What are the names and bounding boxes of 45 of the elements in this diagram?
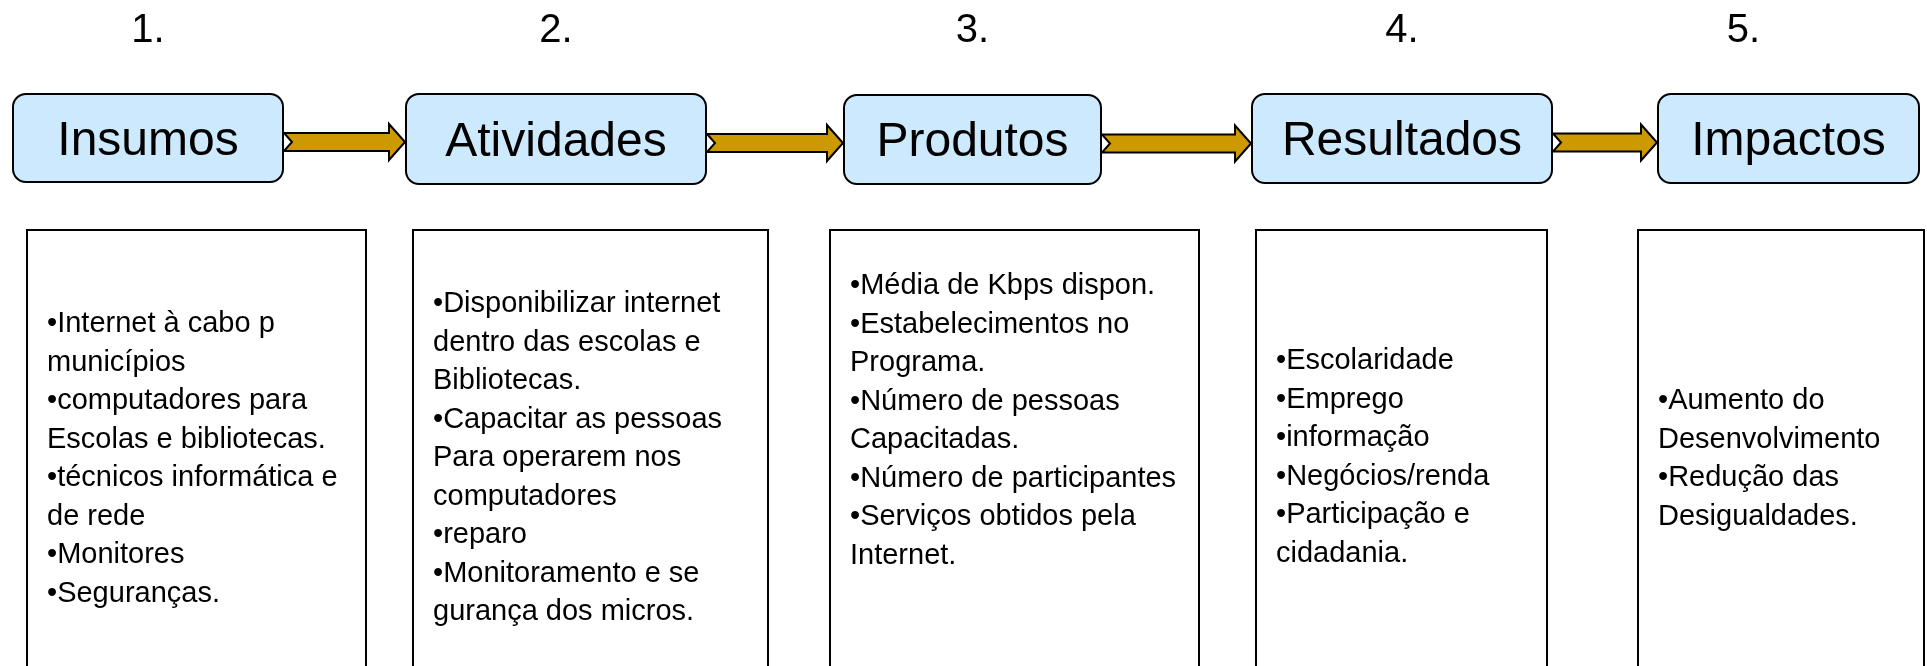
text-box — [829, 229, 1200, 666]
bullet-item: •Participação e cidadania. — [1276, 496, 1471, 570]
stage-title: Insumos — [57, 110, 239, 166]
bullet-item: •Escolaridade — [1276, 342, 1455, 377]
bullet-item: •Redução das Desigualdades. — [1658, 459, 1859, 533]
block-arrow — [1099, 122, 1253, 165]
bullet-item: •Emprego — [1276, 380, 1405, 416]
step-number: 2. — [539, 6, 573, 51]
bullet-item: •Aumento do Desenvolvimento — [1658, 382, 1882, 456]
stage-box — [1251, 93, 1553, 184]
bullet-item: •Capacitar as pessoas Para operarem nos computadores — [433, 400, 724, 513]
stage-box — [1657, 93, 1920, 184]
stage-title: Impactos — [1691, 111, 1886, 166]
bullet-item: •Número de pessoas Capacitadas. — [850, 382, 1121, 456]
block-arrow — [704, 122, 845, 164]
bullet-item: •informação — [1276, 419, 1431, 454]
block-arrow — [1550, 121, 1659, 164]
bullet-item: •técnicos informática e de rede — [47, 459, 339, 533]
stage-title: Produtos — [876, 112, 1069, 167]
text-box — [1255, 229, 1548, 666]
step-number: 4. — [1385, 6, 1419, 51]
stage-box — [405, 93, 707, 185]
text-box — [1637, 229, 1925, 666]
bullet-item: •reparo — [433, 516, 528, 551]
step-number: 3. — [955, 6, 990, 51]
block-arrow — [281, 121, 407, 163]
bullet-item: •Monitores — [47, 536, 186, 571]
stage-box — [12, 93, 284, 183]
bullet-item: •Disponibilizar internet dentro das escolas e Bibliotecas. — [433, 285, 722, 397]
bullet-item: •computadores para Escolas e bibliotecas. — [47, 382, 327, 456]
bullet-item: •Seguranças. — [47, 574, 221, 610]
bullet-item: •Negócios/renda — [1276, 457, 1491, 493]
text-box — [412, 229, 769, 666]
bullet-item: •Monitoramento e se gurança dos micros. — [433, 554, 701, 628]
step-number: 5. — [1726, 6, 1761, 51]
bullet-item: •Serviços obtidos pela Internet. — [850, 498, 1137, 572]
bullet-item: •Número de participantes — [850, 459, 1178, 495]
bullet-item: •Estabelecimentos no Programa. — [850, 305, 1131, 379]
bullet-item: •Internet à cabo p municípios — [47, 305, 276, 379]
step-number: 1. — [131, 6, 165, 51]
stage-box — [843, 94, 1102, 185]
stage-title: Atividades — [445, 111, 667, 167]
text-box — [26, 229, 367, 666]
bullet-item: •Média de Kbps dispon. — [850, 267, 1157, 302]
stage-title: Resultados — [1281, 111, 1523, 166]
